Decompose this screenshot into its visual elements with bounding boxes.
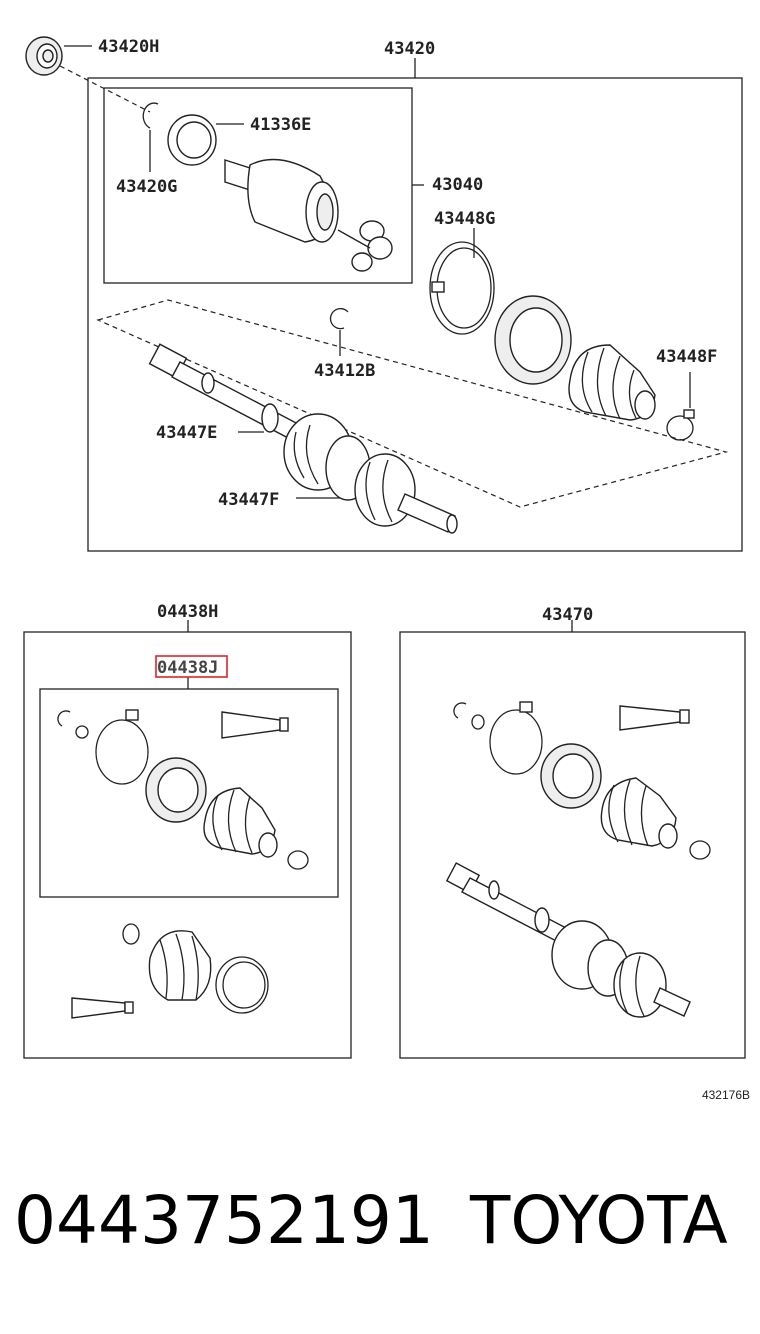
joint-housing-43040 (224, 158, 339, 243)
seal-41336E (167, 114, 217, 166)
callout-43420H: 43420H (98, 37, 159, 57)
boot-clamp-43448G (429, 241, 495, 335)
callout-43448F: 43448F (656, 347, 717, 367)
brand-name: TOYOTA (470, 1182, 728, 1259)
diagram-reference-code: 432176B (701, 1088, 750, 1102)
drive-shaft (148, 343, 458, 534)
callout-04438J: 04438J (157, 658, 218, 678)
kit-04438J-frame (39, 688, 339, 898)
snap-ring-43412B (329, 308, 349, 330)
callout-43412B: 43412B (314, 361, 375, 381)
boot-clamp-43448F (666, 409, 695, 441)
snap-ring-43420G (142, 102, 159, 129)
kit-04438H-lower-parts (71, 923, 269, 1019)
callout-43420: 43420 (384, 39, 435, 59)
callout-41336E: 41336E (250, 115, 311, 135)
callout-43470: 43470 (542, 605, 593, 625)
tripod-rollers (337, 220, 393, 272)
callout-43040: 43040 (432, 175, 483, 195)
assembly-43470-frame (399, 631, 746, 1059)
bearing-43420H (25, 36, 63, 76)
highlight-box (155, 655, 228, 678)
boot-inboard (568, 344, 656, 421)
callout-04438H: 04438H (157, 602, 218, 622)
callout-43448G: 43448G (434, 209, 495, 229)
assembly-43470-parts (445, 701, 711, 1018)
dashed-group-outline (96, 299, 729, 508)
callout-43447E: 43447E (156, 423, 217, 443)
callout-43420G: 43420G (116, 177, 177, 197)
kit-04438J-parts (57, 709, 309, 870)
damper-ring (494, 295, 572, 385)
part-number: 0443752191 (14, 1182, 434, 1259)
callout-43447F: 43447F (218, 490, 279, 510)
kit-04438H-frame (23, 631, 352, 1059)
